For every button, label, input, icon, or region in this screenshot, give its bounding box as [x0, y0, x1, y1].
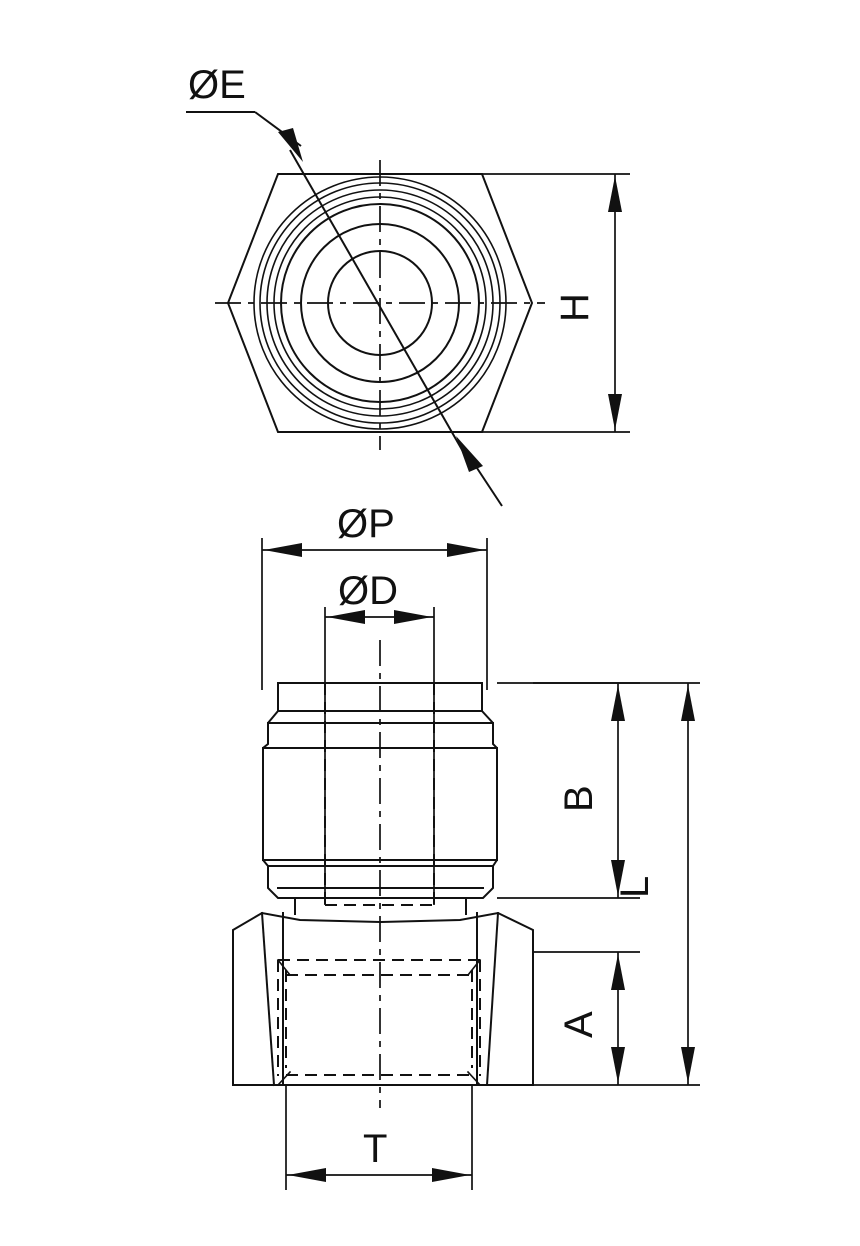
- phi-e-diagonal-leader-line: [289, 149, 466, 456]
- dim-label-E: ØE: [188, 63, 246, 107]
- hexagon-outline: [226, 173, 534, 433]
- circle-bore-inner: [327, 250, 433, 356]
- dim-label-T: T: [363, 1127, 387, 1171]
- h-arrowhead-bottom: [608, 394, 622, 430]
- b-arrowhead-bottom: [611, 860, 625, 896]
- b-arrowhead-top: [611, 685, 625, 721]
- circle-bore-outer: [300, 223, 460, 383]
- l-arrowhead-top: [681, 685, 695, 721]
- phi-p-arrowhead-left: [264, 543, 302, 557]
- thread-chamfer-bottom-right: [466, 1070, 482, 1087]
- a-arrowhead-bottom: [611, 1047, 625, 1083]
- thread-chamfer-right: [466, 958, 482, 977]
- h-arrowhead-top: [608, 176, 622, 212]
- dim-label-D: ØD: [338, 569, 398, 613]
- hex-nut-corner-right: [485, 911, 500, 1087]
- t-arrowhead-right: [432, 1168, 470, 1182]
- thread-chamfer-left: [276, 958, 292, 977]
- dim-label-P: ØP: [337, 502, 395, 546]
- phi-e-upper-arrowhead: [278, 128, 303, 162]
- circle-collar: [280, 203, 480, 403]
- dim-label-A: A: [557, 1011, 601, 1038]
- a-arrowhead-top: [611, 954, 625, 990]
- hex-nut-corner-left: [260, 911, 276, 1087]
- phi-d-arrowhead-left: [327, 610, 365, 624]
- circle-outer-4: [273, 196, 487, 410]
- circle-outer-2: [259, 182, 501, 424]
- thread-chamfer-bottom-left: [276, 1070, 292, 1087]
- phi-d-arrowhead-right: [394, 610, 432, 624]
- l-arrowhead-bottom: [681, 1047, 695, 1083]
- circle-outer-1: [253, 176, 507, 430]
- phi-p-arrowhead-right: [447, 543, 485, 557]
- t-arrowhead-left: [288, 1168, 326, 1182]
- top-view: ØE H: [186, 63, 630, 507]
- dim-label-H: H: [553, 293, 597, 322]
- phi-e-lower-leader-tail: [472, 461, 503, 507]
- body-neck-outline: [294, 897, 467, 915]
- circle-outer-3: [266, 189, 494, 417]
- phi-e-lower-arrowhead: [456, 436, 483, 472]
- dim-label-B: B: [557, 785, 601, 812]
- front-section-view: ØP ØD: [232, 502, 700, 1190]
- dim-label-L: L: [613, 876, 657, 898]
- hex-nut-outline: [232, 911, 534, 1086]
